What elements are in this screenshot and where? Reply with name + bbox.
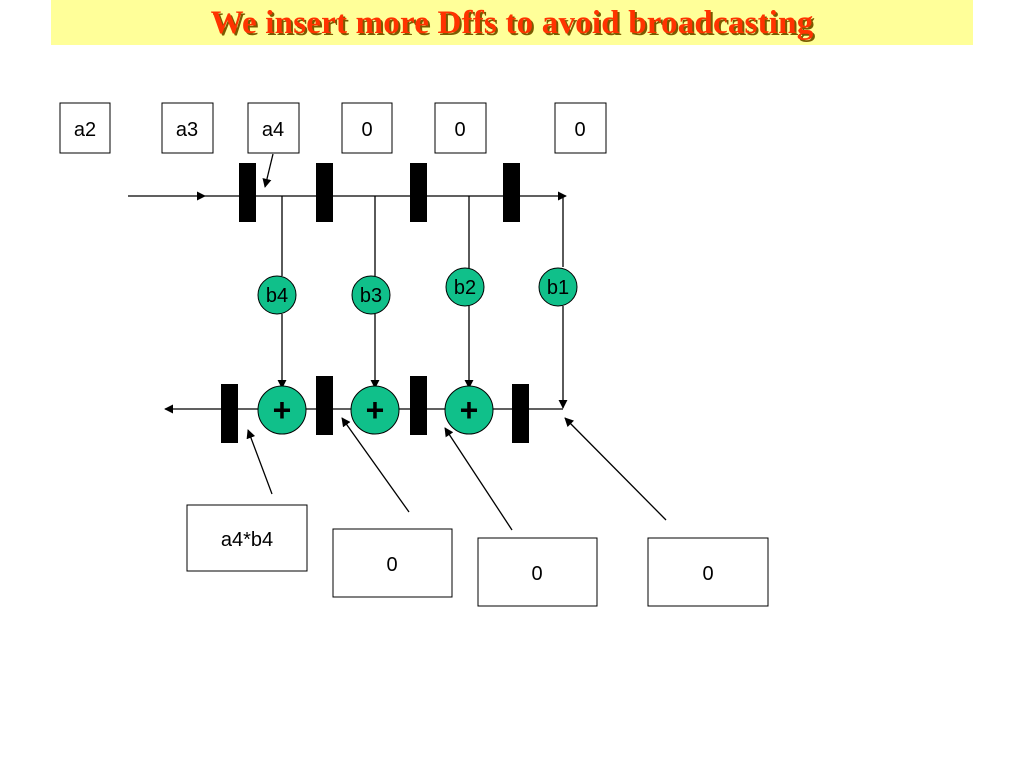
output-box-label: 0 — [386, 554, 397, 576]
top-register-4 — [503, 163, 520, 222]
coefficient-node-b4: b4 — [257, 275, 297, 315]
output-box-zero-1: 0 — [332, 528, 453, 598]
top-register-2 — [316, 163, 333, 222]
input-box-label: a4 — [262, 119, 284, 141]
output-box-zero-2: 0 — [477, 537, 598, 607]
title-bar: We insert more Dffs to avoid broadcastin… — [51, 0, 973, 45]
coefficient-label: b2 — [454, 277, 476, 299]
coefficient-label: b1 — [547, 277, 569, 299]
a4-pointer-arrow — [262, 153, 274, 188]
input-box-label: a3 — [176, 119, 198, 141]
bottom-register-4 — [512, 384, 529, 443]
a4b4-pointer-arrow — [246, 429, 273, 495]
coefficient-node-b2: b2 — [445, 267, 485, 307]
output-box-label: a4*b4 — [221, 529, 273, 551]
bottom-register-2 — [316, 376, 333, 435]
zero-1-pointer-arrow — [341, 417, 410, 513]
zero-3-pointer-arrow — [564, 417, 667, 521]
input-box-zero-2: 0 — [434, 102, 487, 154]
input-box-label: 0 — [361, 119, 372, 141]
input-box-a4: a4 — [247, 102, 300, 154]
coefficient-node-b3: b3 — [351, 275, 391, 315]
input-box-zero-1: 0 — [341, 102, 393, 154]
input-box-label: 0 — [574, 119, 585, 141]
output-box-label: 0 — [531, 563, 542, 585]
coefficient-node-b1: b1 — [538, 267, 578, 307]
adder-2: + — [350, 385, 400, 435]
bottom-register-3 — [410, 376, 427, 435]
output-box-zero-3: 0 — [647, 537, 769, 607]
input-box-label: a2 — [74, 119, 96, 141]
coefficient-label: b3 — [360, 285, 382, 307]
output-box-label: 0 — [702, 563, 713, 585]
slide-title: We insert more Dffs to avoid broadcastin… — [210, 5, 814, 41]
coefficient-label: b4 — [266, 285, 288, 307]
adder-plus-label: + — [366, 392, 385, 428]
adder-plus-label: + — [273, 392, 292, 428]
top-register-1 — [239, 163, 256, 222]
zero-2-pointer-arrow — [444, 427, 513, 531]
input-box-label: 0 — [454, 119, 465, 141]
input-box-a3: a3 — [161, 102, 214, 154]
input-box-a2: a2 — [59, 102, 111, 154]
input-box-zero-3: 0 — [554, 102, 607, 154]
output-box-a4b4: a4*b4 — [186, 504, 308, 572]
adder-plus-label: + — [460, 392, 479, 428]
bottom-register-1 — [221, 384, 238, 443]
adder-1: + — [257, 385, 307, 435]
top-register-3 — [410, 163, 427, 222]
adder-3: + — [444, 385, 494, 435]
